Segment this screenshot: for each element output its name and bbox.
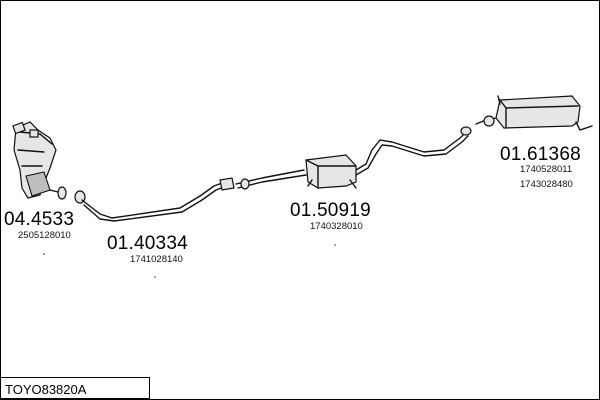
diagram-title-box: TOYO83820A: [0, 377, 150, 399]
front-pipe-part[interactable]: [74, 177, 235, 222]
center-silencer-part[interactable]: [235, 131, 469, 190]
part-reference-label: 1740328010: [310, 221, 363, 232]
part-number-label: 01.61368: [500, 144, 581, 165]
part-reference-label: 1741028140: [130, 254, 183, 265]
catalytic-converter-part[interactable]: [12, 121, 67, 200]
part-reference-label: 1740528011: [520, 164, 573, 175]
part-number-label: 01.40334: [107, 233, 188, 254]
diagram-title: TOYO83820A: [5, 382, 87, 397]
part-reference-label: 1743028480: [520, 179, 573, 190]
part-number-label: 01.50919: [290, 200, 371, 221]
rear-silencer-part[interactable]: [460, 95, 593, 136]
part-number-label: 04.4533: [4, 209, 75, 230]
part-reference-label: 2505128010: [18, 230, 71, 241]
